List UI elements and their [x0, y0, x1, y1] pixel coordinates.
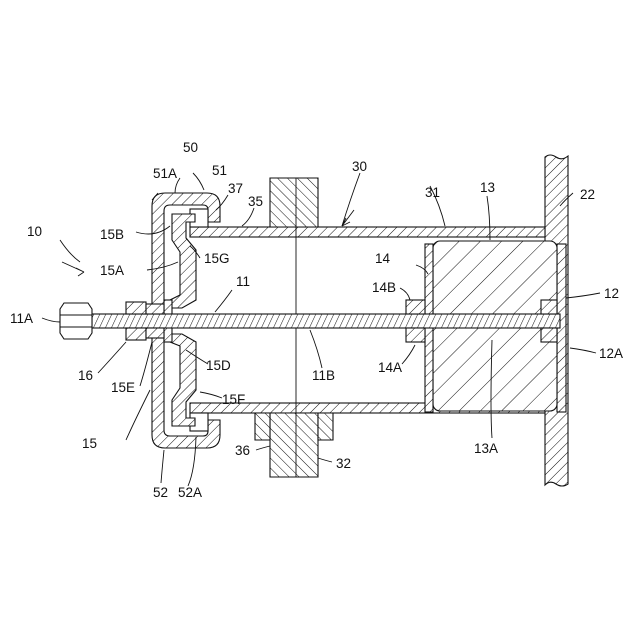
label-11a: 11A — [10, 311, 33, 326]
label-14b: 14B — [372, 280, 396, 295]
label-22: 22 — [580, 187, 595, 202]
label-11: 11 — [236, 274, 250, 289]
label-14: 14 — [375, 251, 391, 266]
label-15f: 15F — [222, 392, 245, 407]
label-15e: 15E — [111, 380, 135, 395]
label-13: 13 — [480, 180, 495, 195]
label-16: 16 — [78, 368, 93, 383]
label-51a: 51A — [153, 166, 177, 181]
threaded-rod-11 — [92, 314, 560, 328]
label-50: 50 — [183, 140, 198, 155]
label-13a: 13A — [474, 441, 498, 456]
label-35: 35 — [248, 194, 263, 209]
bolt-head-11a — [60, 303, 92, 339]
label-10: 10 — [27, 224, 42, 239]
label-14a: 14A — [378, 360, 402, 375]
label-12a: 12A — [599, 346, 623, 361]
label-11b: 11B — [312, 368, 335, 383]
label-30: 30 — [352, 159, 367, 174]
label-15a: 15A — [100, 263, 124, 278]
label-15g: 15G — [204, 251, 230, 266]
label-51: 51 — [212, 163, 227, 178]
label-52a: 52A — [178, 485, 202, 500]
label-37: 37 — [228, 181, 243, 196]
label-15: 15 — [82, 436, 97, 451]
label-15d: 15D — [206, 358, 231, 373]
label-31: 31 — [425, 185, 440, 200]
label-12: 12 — [604, 286, 619, 301]
label-52: 52 — [153, 485, 168, 500]
label-36: 36 — [235, 443, 250, 458]
label-15b: 15B — [100, 227, 124, 242]
label-32: 32 — [336, 456, 351, 471]
